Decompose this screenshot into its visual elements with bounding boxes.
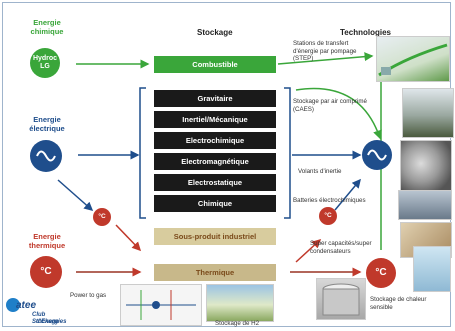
storage-bracket-left [139, 87, 146, 219]
club-stockage-text: Club Stockage [32, 312, 59, 325]
stockage-h2-photo [206, 284, 274, 322]
tech-volants-label: Volants d'inertie [298, 168, 342, 175]
arrow-combustible-tech [277, 52, 374, 65]
step-photo [376, 36, 450, 82]
header-stockage: Stockage [197, 28, 233, 37]
energie-electrique-label: Energie électrique [29, 115, 65, 133]
storage-electromagnetique: Electromagnétique [154, 153, 276, 170]
tech-batteries-label: Batteries électrochimiques [293, 197, 366, 204]
degree-circle-mid: °C [319, 207, 337, 225]
arrow-caes [295, 87, 382, 140]
hydroc-circle: Hydroc LG [30, 48, 60, 78]
storage-gravitaire: Gravitaire [154, 90, 276, 107]
storage-combustible: Combustible [154, 56, 276, 73]
atee-logo-text: atee [16, 300, 37, 311]
energie-chimique-label: Energie chimique [30, 18, 64, 36]
degree-circle-small: °C [93, 208, 111, 226]
tech-supercap-label: Super capacités/super condensateurs [310, 240, 372, 255]
thermique-circle: °C [30, 256, 62, 288]
degree-circle-right: °C [366, 258, 396, 288]
caes-photo [402, 88, 454, 138]
tech-caes-label: Stockage par air comprimé (CAES) [293, 98, 367, 113]
storage-sous-produit: Sous-produit industriel [154, 228, 276, 245]
tech-step-label: Stations de transfert d'énergie par pomp… [293, 40, 357, 62]
sine-wave-icon [36, 150, 56, 162]
chaleur-photo [413, 246, 451, 292]
volant-photo [400, 140, 452, 192]
storage-bracket-right [284, 87, 291, 219]
storage-inertiel: Inertiel/Mécanique [154, 111, 276, 128]
club-energies-text: d'Energies [36, 319, 67, 325]
power-to-gas-schema [120, 284, 202, 326]
electrique-circle [30, 140, 62, 172]
arrow-degree-electrique [334, 178, 361, 211]
atee-logo: atee Club Stockage d'Energies [6, 298, 68, 326]
arrow-thermique-up [295, 238, 322, 263]
power-to-gas-label: Power to gas [70, 292, 107, 299]
stockage-h2-label: Stockage de H2 [215, 320, 260, 327]
storage-thermique: Thermique [154, 264, 276, 281]
storage-electrostatique: Electrostatique [154, 174, 276, 191]
storage-chimique: Chimique [154, 195, 276, 212]
tech-chaleur-label: Stockage de chaleur sensible [370, 296, 427, 311]
atee-logo-mark [6, 298, 20, 312]
arrow-degree-thermique [115, 224, 142, 252]
tank-photo [316, 278, 366, 320]
header-technologies: Technologies [340, 28, 391, 37]
energie-thermique-label: Energie thermique [28, 232, 66, 250]
batteries-photo [398, 190, 452, 220]
arrow-electrique-degree [57, 179, 94, 211]
sine-wave-icon [367, 149, 387, 161]
storage-electrochimique: Electrochimique [154, 132, 276, 149]
electrique-circle-right [362, 140, 392, 170]
